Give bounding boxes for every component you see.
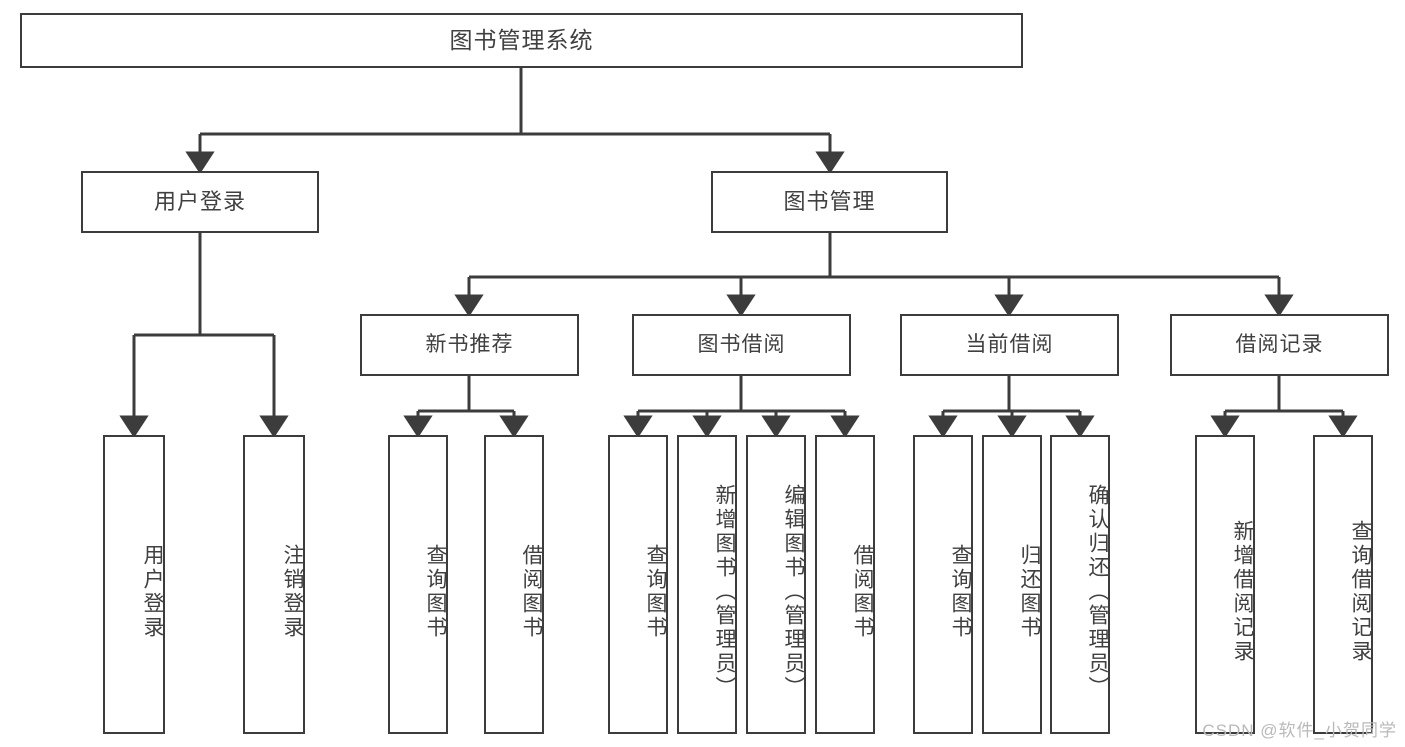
leaf-add-book-admin[interactable]: 新增图书（管理员）: [677, 435, 737, 734]
node-label: 新书推荐: [425, 332, 514, 356]
leaf-query-book-current[interactable]: 查询图书: [913, 435, 973, 734]
node-borrow-record[interactable]: 借阅记录: [1170, 314, 1389, 376]
node-label: 图书管理系统: [449, 27, 594, 54]
node-label: 图书管理: [783, 189, 876, 215]
node-root[interactable]: 图书管理系统: [20, 13, 1023, 68]
leaf-logout[interactable]: 注销登录: [243, 435, 305, 734]
node-label: 借阅图书: [851, 543, 874, 640]
node-label: 当前借阅: [965, 332, 1054, 356]
leaf-lend-book[interactable]: 借阅图书: [815, 435, 875, 734]
leaf-user-login[interactable]: 用户登录: [103, 435, 165, 734]
node-label: 注销登录: [281, 543, 304, 640]
node-label: 图书借阅: [697, 332, 786, 356]
node-current-borrow[interactable]: 当前借阅: [900, 314, 1119, 376]
node-label: 新增借阅记录: [1231, 519, 1254, 664]
node-label: 确认归还（管理员）: [1086, 483, 1109, 700]
leaf-query-book-recommend[interactable]: 查询图书: [388, 435, 448, 734]
node-label: 用户登录: [141, 543, 164, 640]
node-user-login[interactable]: 用户登录: [81, 171, 319, 233]
node-label: 查询图书: [644, 543, 667, 640]
leaf-confirm-return-admin[interactable]: 确认归还（管理员）: [1050, 435, 1110, 734]
node-label: 查询图书: [949, 543, 972, 640]
node-label: 用户登录: [153, 189, 246, 215]
node-new-book-recommend[interactable]: 新书推荐: [360, 314, 579, 376]
leaf-return-book[interactable]: 归还图书: [982, 435, 1042, 734]
node-label: 归还图书: [1018, 543, 1041, 640]
node-label: 借阅记录: [1235, 332, 1324, 356]
leaf-add-borrow-record[interactable]: 新增借阅记录: [1195, 435, 1255, 734]
leaf-edit-book-admin[interactable]: 编辑图书（管理员）: [746, 435, 806, 734]
leaf-query-borrow-record[interactable]: 查询借阅记录: [1313, 435, 1373, 734]
leaf-borrow-book-recommend[interactable]: 借阅图书: [484, 435, 544, 734]
node-label: 查询借阅记录: [1349, 519, 1372, 664]
node-label: 新增图书（管理员）: [713, 483, 736, 700]
node-book-borrow[interactable]: 图书借阅: [632, 314, 851, 376]
node-label: 借阅图书: [520, 543, 543, 640]
node-label: 查询图书: [424, 543, 447, 640]
leaf-query-book-borrow[interactable]: 查询图书: [608, 435, 668, 734]
node-label: 编辑图书（管理员）: [782, 483, 805, 700]
node-book-management[interactable]: 图书管理: [711, 171, 948, 233]
